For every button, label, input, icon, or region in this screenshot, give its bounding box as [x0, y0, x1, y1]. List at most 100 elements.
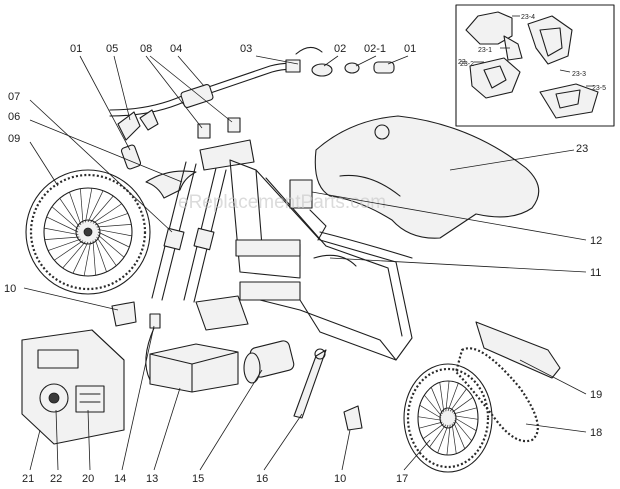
callout-21: 21 [22, 473, 34, 485]
motor-endcap [243, 352, 261, 384]
inset-part-23-5 [539, 83, 599, 119]
part-23-seat [314, 115, 540, 239]
wheel-spoke [80, 188, 84, 224]
side-cover [21, 329, 125, 445]
wheel-spoke [437, 424, 449, 453]
motor [243, 340, 295, 384]
batteries [145, 295, 249, 393]
brake-cable [319, 231, 413, 259]
callout-18: 18 [590, 427, 602, 439]
rear-tire-outer [403, 363, 493, 473]
part-01-right-grip [373, 61, 395, 74]
wheel-spoke [449, 388, 467, 412]
wheel-spoke [44, 236, 80, 240]
inset-label-23-2: 23-2 [460, 61, 474, 68]
wheel-spoke [90, 195, 114, 223]
callout-09: 09 [8, 133, 20, 145]
callout-12: 12 [590, 235, 602, 247]
wheel-spoke [453, 421, 466, 449]
inset-part-23-2-detail [483, 65, 507, 89]
part-20-charger-port [75, 385, 105, 413]
wheel-spoke [419, 405, 442, 419]
callout-02-1: 02-1 [364, 43, 386, 55]
handlebar-assembly [109, 46, 395, 170]
wheel-spoke [439, 382, 445, 413]
wheel-spoke [97, 231, 130, 248]
battery-tray [235, 239, 301, 257]
wheel-spoke [454, 415, 479, 420]
callout-13: 13 [146, 473, 158, 485]
wheel-spoke [446, 424, 451, 456]
callout-22: 22 [50, 473, 62, 485]
inset-part-cutout [539, 27, 563, 57]
wheel-spoke [97, 229, 132, 237]
front-rim [43, 187, 133, 277]
fork-slider-left [163, 227, 185, 251]
part-13-battery [149, 343, 239, 393]
footboard [239, 281, 301, 301]
wheel-spoke [453, 407, 477, 415]
wheel-spoke [419, 421, 443, 429]
wheel-spoke [59, 198, 80, 228]
watermark: eReplacementParts.com [178, 192, 386, 213]
wheel-spoke [62, 241, 86, 269]
callout-23: 23 [576, 143, 588, 155]
wheel-spoke [445, 380, 450, 412]
front-wheel [25, 169, 151, 295]
callout-20: 20 [82, 473, 94, 485]
inset-part-23-4 [465, 11, 513, 45]
inset-part-23-2 [469, 57, 521, 99]
part-10-bracket-left [111, 301, 137, 327]
wheel-spoke [430, 387, 443, 415]
frame-gusset [309, 209, 327, 241]
callout-labels: 01 05 08 04 03 02 02-1 01 07 06 09 23 12… [4, 43, 602, 485]
wheel-spoke [429, 424, 447, 448]
wheel-spoke [94, 238, 107, 273]
callout-01-left-grip: 01 [70, 43, 82, 55]
inset-frame [455, 4, 615, 127]
battery-wire [145, 327, 155, 381]
wheel-spoke [94, 213, 129, 226]
part-02-1-spacer [344, 62, 360, 74]
brake-lever-right [295, 46, 323, 55]
front-axle [83, 227, 93, 237]
wheel-spoke [51, 206, 79, 230]
part-12-controller-box [289, 179, 313, 209]
rear-spokes [417, 380, 479, 456]
part-10-bracket-bottom [343, 405, 363, 431]
wheel-spoke [454, 419, 472, 442]
part-05-switch [139, 109, 159, 131]
wheel-spoke [424, 394, 442, 417]
part-02-throttle [311, 63, 333, 77]
triple-clamp [199, 139, 255, 171]
wheel-spoke [83, 241, 91, 276]
callout-07: 07 [8, 91, 20, 103]
part-14-fuse [149, 313, 161, 329]
callout-03: 03 [240, 43, 252, 55]
inset-part-23-5-detail [555, 89, 581, 109]
frame-front-section [229, 159, 301, 279]
callout-17: 17 [396, 473, 408, 485]
fork-slider-right [193, 227, 215, 251]
kickstand-pivot [314, 348, 326, 360]
front-tire-tread [29, 173, 147, 291]
front-tire-outer [25, 169, 151, 295]
part-21-side-cover [21, 329, 125, 445]
inset-label-23-3: 23-3 [572, 71, 586, 78]
leader-lines [23, 55, 587, 471]
callout-19: 19 [590, 389, 602, 401]
frame-inner-rail [265, 177, 403, 337]
rear-tire-tread [406, 367, 490, 469]
rear-rim [417, 380, 479, 456]
inset-panel: 23-4 23-1 23-2 23-3 23-5 23 [455, 4, 615, 127]
rear-hub [439, 407, 457, 429]
inset-part-23-1-right [527, 15, 573, 65]
part-08-clamp-left [197, 123, 211, 139]
part-16-kickstand [293, 349, 327, 419]
callout-05: 05 [106, 43, 118, 55]
wheel-spoke [447, 383, 459, 412]
wheel-spoke [92, 240, 96, 276]
inset-part-23-1 [503, 35, 523, 61]
callout-06: 06 [8, 111, 20, 123]
